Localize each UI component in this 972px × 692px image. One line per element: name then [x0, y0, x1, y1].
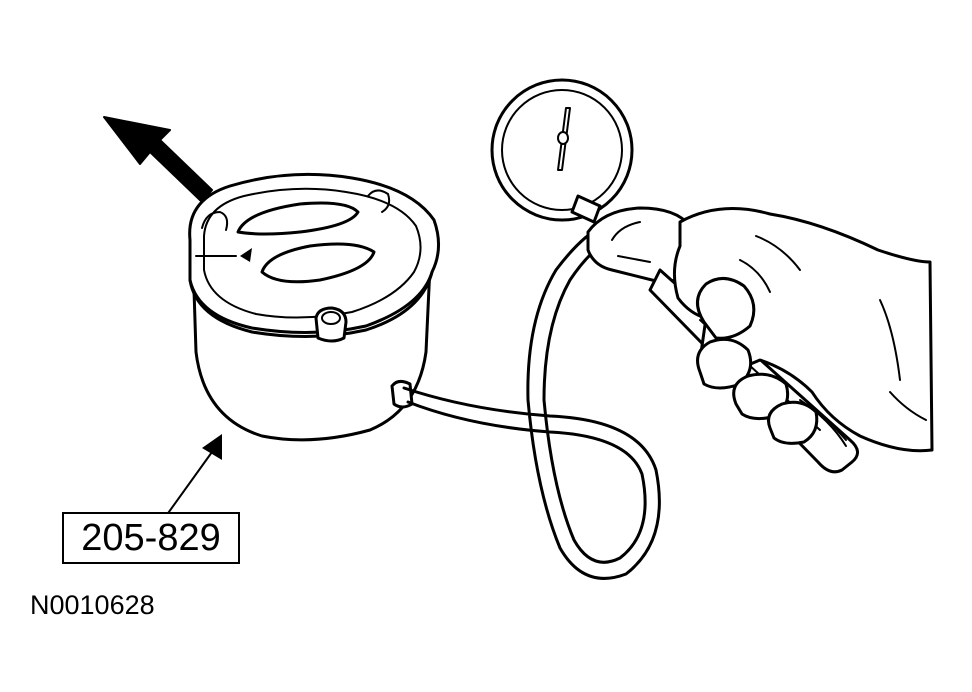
test-adapter-tool — [188, 172, 440, 442]
figure-id: N0010628 — [30, 590, 155, 620]
tool-callout-leader — [165, 434, 222, 517]
callout-arrow-icon — [103, 116, 213, 203]
tool-number-text: 205-829 — [81, 517, 221, 559]
hose — [402, 224, 661, 580]
hand — [673, 207, 934, 453]
tool-number-label: 205-829 — [62, 512, 240, 564]
pressure-gauge — [490, 78, 634, 224]
